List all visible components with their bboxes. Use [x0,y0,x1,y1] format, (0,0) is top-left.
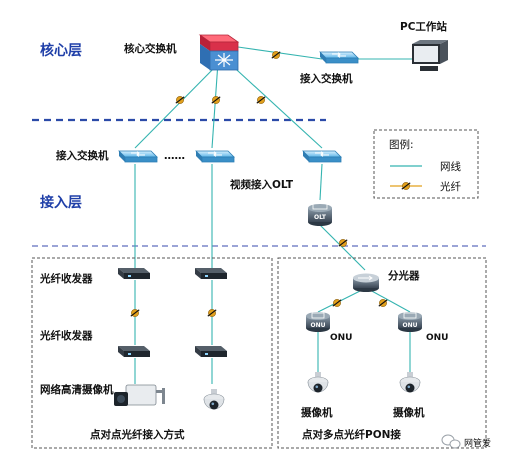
legend-network-label: 网线 [440,160,461,173]
transceiver-2-label: 光纤收发器 [39,329,93,342]
link-core-accessright [225,59,323,149]
camera-left-label: 摄像机 [301,406,333,419]
switch-icon [319,51,359,64]
legend-box [373,129,479,199]
core-switch-icon [198,34,240,71]
zone-label-access: 接入层 [40,194,82,211]
onu-icon: ONU [397,311,423,333]
fiber-marker-icon [175,95,185,105]
zone-label-core: 核心层 [40,42,82,59]
splitter-label: 分光器 [388,269,420,282]
dome-camera-icon [399,371,421,393]
fiber-marker-icon [271,50,281,60]
legend-fiber-label: 光纤 [440,180,461,193]
link-olt-splitter [319,224,366,271]
fiber-marker-icon [211,95,221,105]
splitter-icon [353,273,379,292]
transceiver-icon [118,268,150,279]
fiber-marker-icon [256,95,266,105]
transceiver-icon [195,268,227,279]
fiber-marker-icon [338,238,348,248]
link-splitter-onuright [369,289,411,313]
access-switch-left-label: 接入交换机 [56,149,109,162]
onu-right-label: ONU [426,333,449,343]
legend-title: 图例: [389,138,414,151]
p2p-frame [31,257,273,449]
onu-icon: ONU [305,311,331,333]
core-switch-label: 核心交换机 [124,42,177,55]
pon-caption: 点对多点光纤PON接 [302,428,401,441]
switch-icon [302,150,342,163]
switch-icon [118,150,158,163]
onu-left-label: ONU [330,333,353,343]
box-camera-icon [114,384,165,406]
link-core-accessleft [134,59,223,149]
switch-icon [195,150,235,163]
camera-hd-label: 网络高清摄像机 [40,383,114,396]
onu-badge-right: ONU [403,322,418,329]
link-accessright-olt [319,163,323,201]
fiber-marker-icon [401,181,411,191]
transceiver-icon [195,346,227,357]
link-core-accesstop [237,46,323,60]
link-core-accessmid [211,61,219,149]
dome-camera-icon [307,371,329,393]
watermark-text: 网管爱 [464,437,491,449]
transceiver-1-label: 光纤收发器 [39,272,93,285]
camera-right-label: 摄像机 [393,406,425,419]
dome-camera-icon [203,388,225,410]
olt-icon: OLT [308,202,332,226]
fiber-marker-icon [332,298,342,308]
onu-badge-left: ONU [311,322,326,329]
fiber-marker-icon [207,308,217,318]
dots-label: …… [164,150,185,162]
transceiver-icon [118,346,150,357]
video-olt-label: 视频接入OLT [230,178,294,191]
pc-station-label: PC工作站 [400,20,447,33]
access-switch-top-label: 接入交换机 [300,72,353,85]
pon-frame [277,257,487,449]
fiber-marker-icon [378,298,388,308]
wechat-icon [441,434,461,449]
pc-icon [412,40,448,71]
p2p-caption: 点对点光纤接入方式 [90,428,185,441]
network-links [134,46,412,384]
fiber-marker-icon [130,308,140,318]
olt-badge: OLT [314,214,327,221]
